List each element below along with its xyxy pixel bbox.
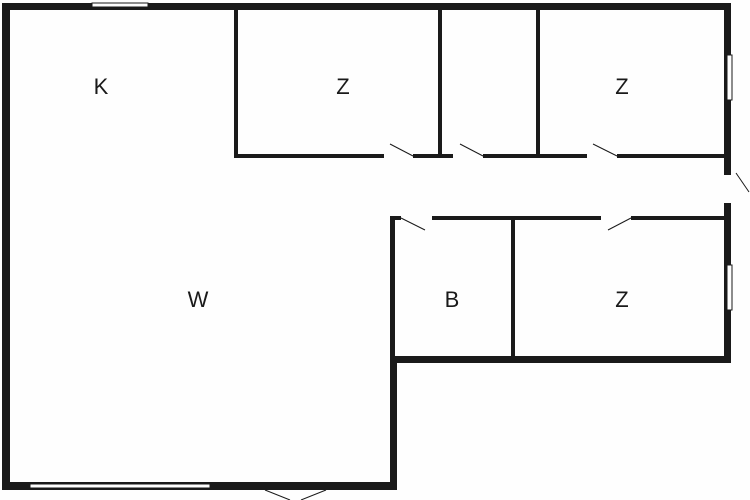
windows (29, 2, 733, 489)
outer-wall-left (2, 3, 10, 490)
door-balcony-left (264, 489, 291, 500)
corridor-wall-bottom-b (432, 216, 601, 220)
corridor-wall-top-c (483, 154, 587, 158)
window-room3 (726, 264, 733, 311)
outer-wall-right-bottom (390, 356, 731, 363)
outer-wall-top (2, 3, 731, 10)
door-room1 (389, 143, 414, 157)
room-label-kitchen: K (93, 74, 109, 99)
corridor-wall-top-a (234, 154, 384, 158)
window-kitchen (91, 2, 149, 8)
wall-room1-closet (438, 9, 442, 158)
window-living (29, 483, 211, 489)
door-closet (459, 143, 484, 157)
room-label-bath: B (444, 287, 460, 312)
wall-closet-room2 (536, 9, 540, 158)
corridor-wall-top-b (413, 154, 453, 158)
wall-bath-room3 (511, 216, 515, 360)
window-room2 (726, 54, 733, 101)
door-swings (264, 143, 750, 500)
door-balcony-right (300, 489, 327, 500)
room-label-living: W (187, 287, 209, 312)
corridor-wall-bottom-a (390, 216, 401, 220)
room-label-room-1: Z (336, 74, 350, 99)
door-bath (400, 217, 426, 231)
outer-wall-inner-step (390, 356, 397, 490)
corridor-wall-bottom-c (631, 216, 727, 220)
door-entrance (735, 172, 750, 193)
room-label-room-3: Z (615, 287, 629, 312)
wall-living-bath (390, 216, 395, 360)
wall-kitchen-room1 (234, 9, 238, 158)
corridor-wall-top-d (617, 154, 727, 158)
room-label-room-2: Z (615, 74, 629, 99)
door-room2 (592, 143, 618, 157)
door-room3 (607, 217, 632, 231)
